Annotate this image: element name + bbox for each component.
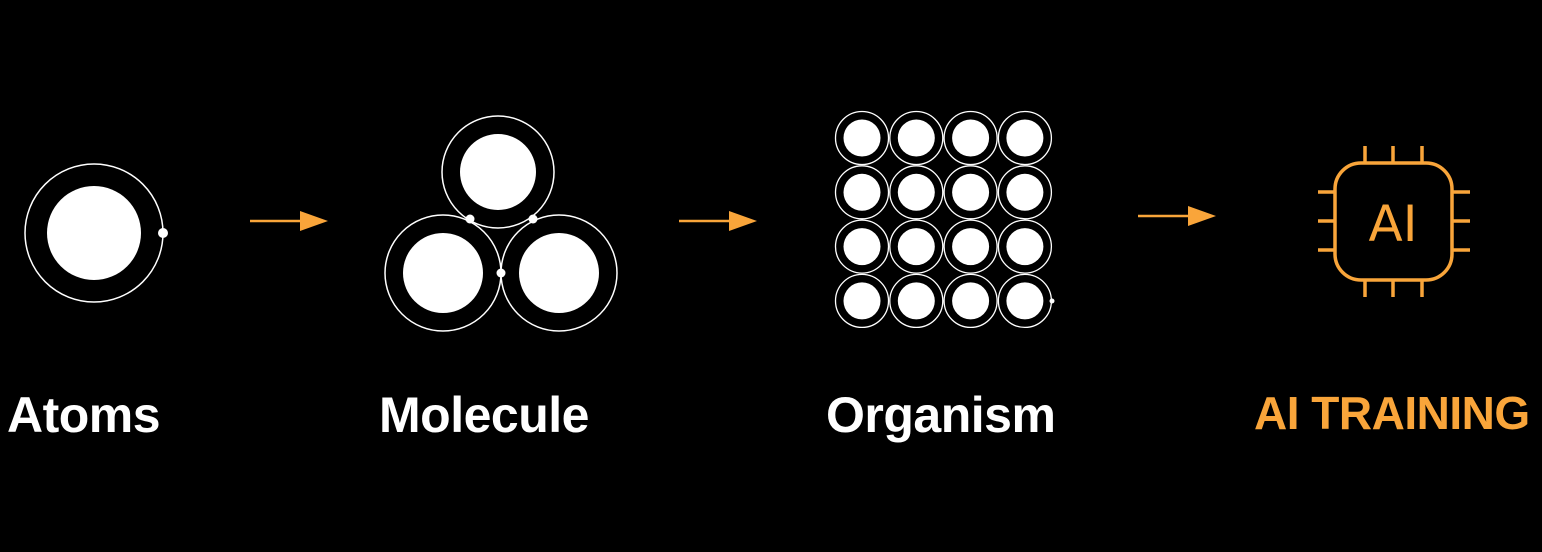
organism-cell: [889, 110, 944, 166]
organism-cell: [943, 219, 998, 274]
organism-cell: [834, 165, 890, 220]
electron-dot: [1049, 298, 1055, 304]
molecule-icon: [384, 115, 618, 332]
organism-cell: [889, 219, 944, 274]
chip-text: AI: [1369, 195, 1418, 253]
organism-cell: [943, 273, 998, 329]
arrow-right-icon: [1138, 206, 1216, 226]
organism-cell: [834, 273, 890, 329]
label-ai-training: AI TRAINING: [1254, 387, 1530, 439]
ai-chip-icon: AI: [1318, 146, 1470, 297]
organism-cell: [997, 110, 1053, 166]
arrow-right-icon: [250, 211, 328, 231]
organism-cell: [834, 219, 890, 274]
arrow-right-icon: [679, 211, 757, 231]
organism-grid-icon: [834, 110, 1055, 329]
label-atoms: Atoms: [7, 387, 161, 443]
organism-cell: [997, 165, 1053, 220]
organism-cell: [834, 110, 890, 166]
organism-cell: [889, 165, 944, 220]
label-organism: Organism: [826, 387, 1056, 443]
organism-cell: [889, 273, 944, 329]
atom-icon: [24, 163, 168, 303]
organism-cell: [997, 219, 1053, 274]
organism-cell: [943, 165, 998, 220]
label-molecule: Molecule: [379, 387, 589, 443]
organism-cell: [943, 110, 998, 166]
organism-cell: [997, 273, 1053, 329]
